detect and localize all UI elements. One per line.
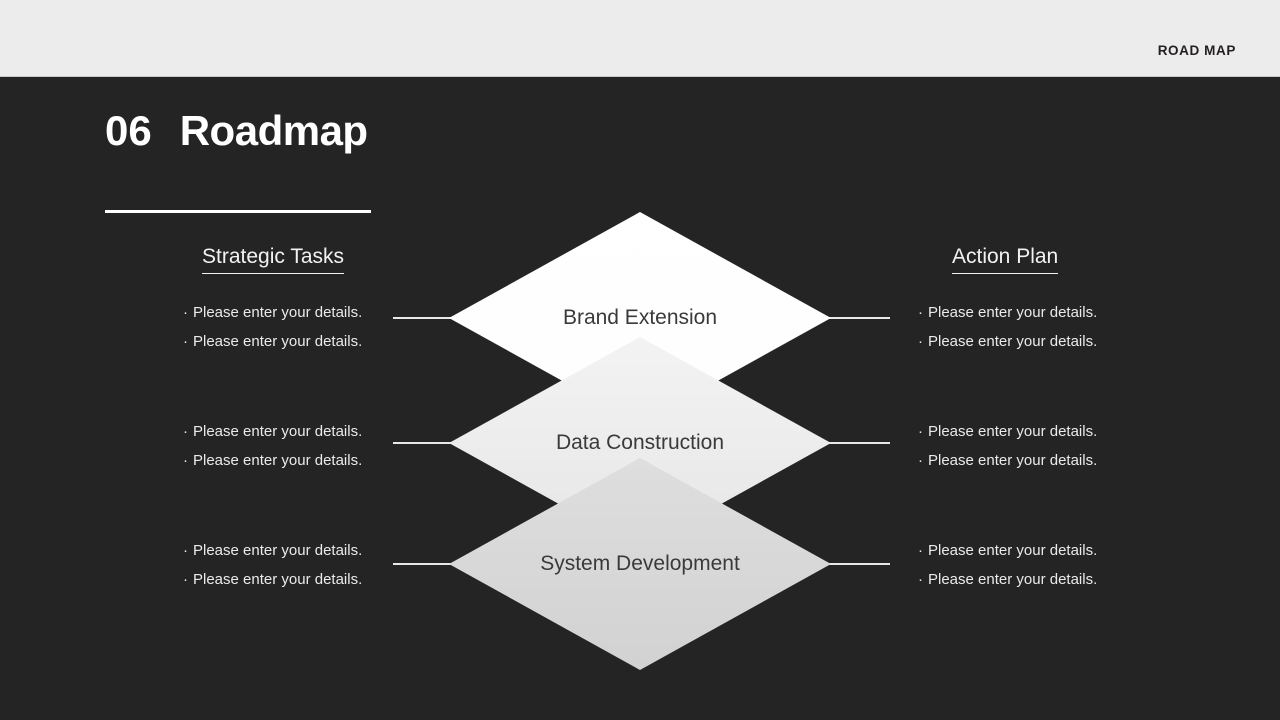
list-item-label: Please enter your details. [928,304,1098,321]
list-item: · Please enter your details. [183,327,443,356]
left-bullets-row-1: · Please enter your details. · Please ente… [183,298,443,356]
list-item-label: Please enter your details. [928,452,1098,469]
bullet-dot-icon: · [183,304,188,321]
stage-diamond-1: Brand Extension [449,212,831,424]
list-item-label: Please enter your details. [928,423,1098,440]
list-item: · Please enter your details. [183,536,443,565]
list-item-label: Please enter your details. [928,333,1098,350]
stage-diamond-3: System Development [449,458,831,670]
bullet-dot-icon: · [183,333,188,350]
connector-line-right-1 [828,317,890,319]
list-item: · Please enter your details. [918,446,1178,475]
bullet-dot-icon: · [183,423,188,440]
bullet-dot-icon: · [918,571,923,588]
slide-body: 06 Roadmap Strategic Tasks Action Plan ·… [0,78,1280,720]
bullet-dot-icon: · [183,571,188,588]
title-number: 06 [105,107,152,154]
connector-line-right-2 [828,442,890,444]
stage-label-1: Brand Extension [562,306,718,329]
list-item-label: Please enter your details. [928,542,1098,559]
right-bullets-row-3: · Please enter your details. · Please ente… [918,536,1178,594]
bullet-dot-icon: · [183,542,188,559]
list-item-label: Please enter your details. [193,333,363,350]
column-header-strategic-tasks: Strategic Tasks [202,245,345,274]
bullet-dot-icon: · [918,333,923,350]
column-header-action-plan: Action Plan [952,245,1059,274]
list-item: · Please enter your details. [183,565,443,594]
topbar-section-label: ROAD MAP [1157,43,1236,58]
list-item-label: Please enter your details. [193,304,363,321]
title-row: 06 Roadmap [105,110,368,152]
list-item: · Please enter your details. [918,565,1178,594]
list-item-label: Please enter your details. [193,571,363,588]
list-item: · Please enter your details. [918,298,1178,327]
list-item: · Please enter your details. [183,446,443,475]
bullet-dot-icon: · [918,304,923,321]
bullet-dot-icon: · [918,423,923,440]
roadmap-diagram: Brand Extension Data Construction System… [0,78,1280,720]
list-item: · Please enter your details. [918,327,1178,356]
title-underline [105,210,371,213]
stage-label-3: System Development [540,552,740,575]
right-bullets-row-1: · Please enter your details. · Please ente… [918,298,1178,356]
left-bullets-row-2: · Please enter your details. · Please ente… [183,417,443,475]
list-item-label: Please enter your details. [193,452,363,469]
left-bullets-row-3: · Please enter your details. · Please ente… [183,536,443,594]
right-bullets-row-2: · Please enter your details. · Please ente… [918,417,1178,475]
bullet-dot-icon: · [918,452,923,469]
bullet-dot-icon: · [918,542,923,559]
stage-label-2: Data Construction [555,431,725,454]
top-bar: ROAD MAP [0,0,1280,77]
list-item-label: Please enter your details. [193,542,363,559]
bullet-dot-icon: · [183,452,188,469]
list-item-label: Please enter your details. [928,571,1098,588]
stage-diamond-2: Data Construction [449,337,831,549]
list-item: · Please enter your details. [183,298,443,327]
list-item: · Please enter your details. [918,417,1178,446]
title-text: Roadmap [179,107,368,154]
list-item-label: Please enter your details. [193,423,363,440]
page-title: 06 Roadmap [105,110,371,213]
connector-line-right-3 [828,563,890,565]
list-item: · Please enter your details. [918,536,1178,565]
list-item: · Please enter your details. [183,417,443,446]
